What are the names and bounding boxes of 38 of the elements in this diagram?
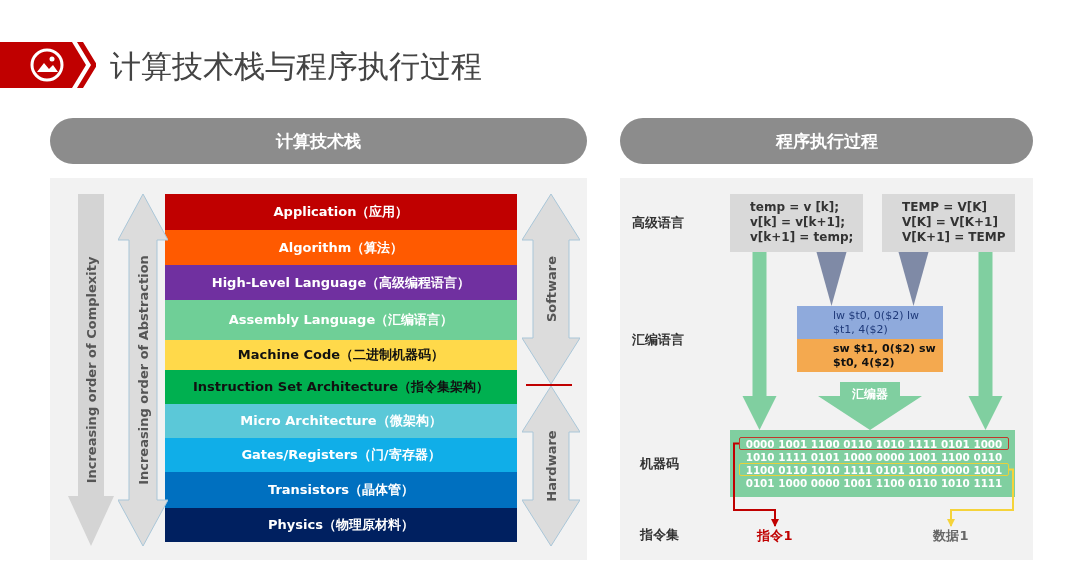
arrow: [898, 252, 929, 306]
arrow: [818, 382, 922, 430]
arrow: [742, 252, 777, 430]
stack-layer: Physics（物理原材料）: [165, 508, 517, 542]
rotated-label: Increasing order of Complexity: [83, 256, 99, 484]
binary-row: 1100 0110 1010 1111 0101 1000 0000 1001: [739, 463, 1009, 476]
panel-heading: 程序执行过程: [620, 118, 1033, 164]
row-label: 机器码: [640, 455, 679, 473]
code-box: TEMP = V[K] V[K] = V[K+1] V[K+1] = TEMP: [882, 194, 1015, 252]
code-box: temp = v [k]; v[k] = v[k+1]; v[k+1] = temp;: [730, 194, 863, 252]
page-title: 计算技术栈与程序执行过程: [110, 47, 482, 86]
arrow: [816, 252, 847, 306]
stack-layer: Instruction Set Architecture（指令集架构）: [165, 370, 517, 404]
code-block: lw $t0, 0($2) lw $t1, 4($2): [797, 306, 943, 339]
arrow: [733, 442, 779, 527]
row-label: 指令集: [640, 526, 679, 544]
code-block: sw $t1, 0($2) sw $t0, 4($2): [797, 339, 943, 372]
binary-row: 0101 1000 0000 1001 1100 0110 1010 1111: [739, 476, 1009, 489]
binary-row: 1010 1111 0101 1000 0000 1001 1100 0110: [739, 450, 1009, 463]
rotated-label: Software: [543, 255, 559, 323]
edge-label: 汇编器: [851, 386, 889, 403]
panel-heading: 计算技术栈: [50, 118, 587, 164]
rotated-label: Increasing order of Abstraction: [135, 255, 151, 485]
stack-layer: Machine Code（二进制机器码）: [165, 340, 517, 370]
stack-layer: Micro Architecture（微架构）: [165, 404, 517, 438]
binary-row: 0000 1001 1100 0110 1010 1111 0101 1000: [739, 437, 1009, 450]
stack-layer: High-Level Language（高级编程语言）: [165, 265, 517, 300]
stack-layer: Transistors（晶体管）: [165, 472, 517, 508]
stack-layer: Gates/Registers（门/寄存器）: [165, 438, 517, 472]
row-label: 汇编语言: [632, 331, 684, 349]
stack-layer: Assembly Language（汇编语言）: [165, 300, 517, 340]
machine-code-box: [730, 430, 1015, 497]
stack-layer: Algorithm（算法）: [165, 230, 517, 265]
rotated-label: Hardware: [543, 430, 559, 502]
row-label: 高级语言: [632, 214, 684, 232]
arrow: [968, 252, 1003, 430]
arrow: [947, 468, 1014, 527]
stack-layer: Application（应用）: [165, 194, 517, 230]
